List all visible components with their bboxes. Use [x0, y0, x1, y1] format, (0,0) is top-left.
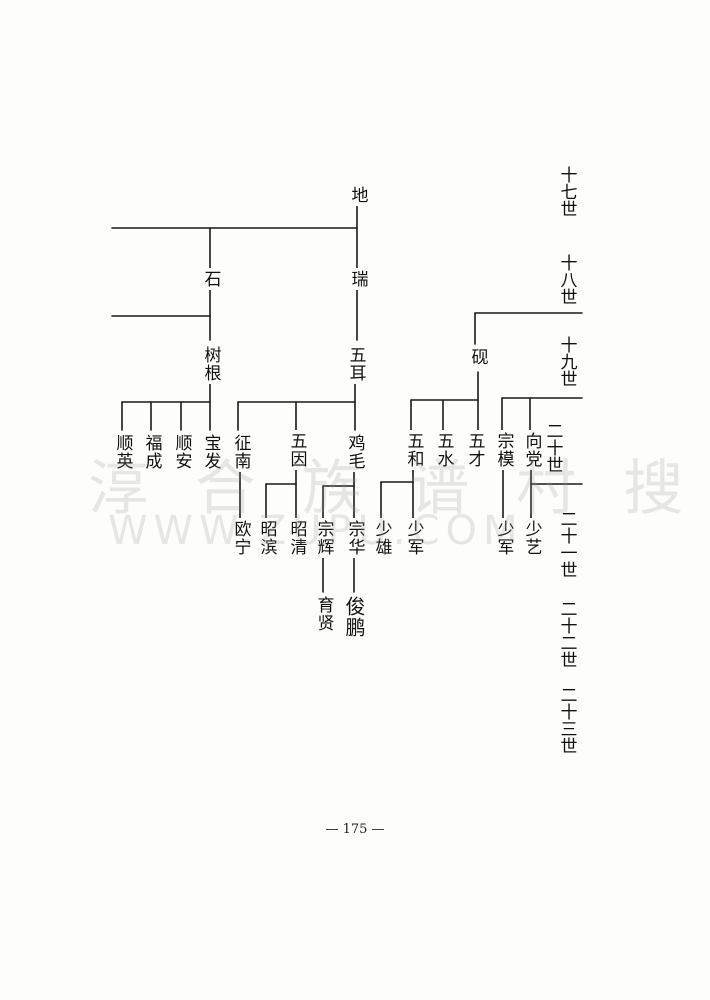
person-name: 少军 [493, 518, 514, 558]
person-name: 征南 [230, 432, 251, 472]
person-name: 五水 [433, 430, 454, 470]
person-name: 育贤 [313, 594, 334, 634]
generation-label: 二十一世 [556, 510, 577, 578]
person-name: 宗辉 [313, 518, 334, 558]
person-name: 五才 [464, 430, 485, 470]
person-name: 瑞 [347, 268, 368, 290]
generation-label: 二十二世 [556, 600, 577, 668]
person-name: 少雄 [371, 518, 392, 558]
person-name: 五因 [286, 430, 307, 470]
person-name: 欧宁 [230, 518, 251, 558]
page-number: — 175 — [325, 822, 385, 837]
person-name: 昭清 [286, 518, 307, 558]
person-name: 树根 [200, 344, 221, 384]
person-name: 向党 [521, 430, 542, 470]
generation-label: 十八世 [556, 254, 577, 305]
person-name: 顺安 [171, 432, 192, 472]
person-name: 宗华 [344, 518, 365, 558]
generation-label: 十七世 [556, 166, 577, 217]
person-name: 鸡毛 [344, 432, 365, 472]
person-name: 五和 [403, 430, 424, 470]
person-name: 宝发 [200, 432, 221, 472]
person-name: 宗模 [493, 430, 514, 470]
person-name: 昭滨 [256, 518, 277, 558]
person-name: 少艺 [521, 518, 542, 558]
watermark-text: 淳 合 族 谱 村 搜 网 [88, 454, 710, 524]
person-name: 福成 [141, 432, 162, 472]
person-name: 俊鹏 [342, 594, 366, 640]
person-name: 砚 [467, 346, 488, 368]
person-name: 顺英 [112, 432, 133, 472]
generation-label: 二十三世 [556, 686, 577, 754]
person-name: 地 [347, 184, 368, 206]
person-name: 石 [200, 268, 221, 290]
watermark-url: WWW.ZUPU.COM [108, 508, 524, 554]
person-name: 少军 [403, 518, 424, 558]
person-name: 五耳 [345, 344, 366, 384]
generation-label: 二十世 [542, 422, 563, 473]
generation-label: 十九世 [556, 336, 577, 387]
